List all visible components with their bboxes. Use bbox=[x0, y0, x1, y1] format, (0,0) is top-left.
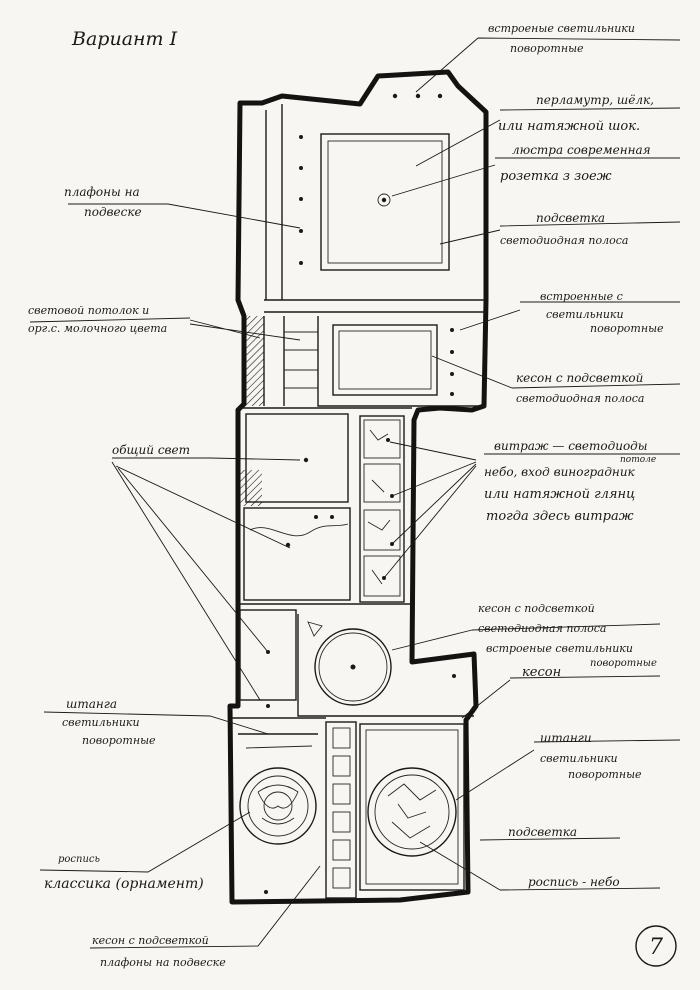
label-led-top-1: подсветка bbox=[536, 211, 605, 225]
label-pearl-1: перламутр, шёлк, bbox=[536, 93, 654, 107]
label-glass-5: тогда здесь витраж bbox=[486, 509, 634, 524]
label-coffer-mid-3: встроеные светильники bbox=[486, 642, 633, 655]
label-coffer-mid-1: кесон с подсветкой bbox=[478, 602, 595, 615]
label-glass-3: небо, вход виноградник bbox=[484, 465, 636, 479]
label-glass-1: витраж — светодиоды bbox=[494, 439, 648, 453]
label-classic-2: классика (орнамент) bbox=[44, 876, 204, 892]
label-glass-2: потоле bbox=[620, 455, 656, 465]
label-built-in-1: встроенные с bbox=[540, 290, 623, 303]
stained-glass-column bbox=[359, 415, 405, 603]
label-built-in-3: поворотные bbox=[590, 322, 664, 335]
top-room bbox=[299, 93, 450, 271]
label-painting-sky: роспись - небо bbox=[528, 875, 620, 889]
label-coffer: кесон bbox=[522, 665, 561, 680]
page-number-text: 7 bbox=[649, 935, 663, 960]
annotations: встроеные светильники поворотные перламу… bbox=[28, 22, 664, 969]
label-coffer-top-1: кесон с подсветкой bbox=[516, 371, 643, 385]
label-top-spots-2: поворотные bbox=[510, 42, 584, 55]
label-hanging-2: подвеске bbox=[84, 205, 142, 219]
label-general-light: общий свет bbox=[112, 443, 190, 457]
round-hall bbox=[232, 614, 474, 719]
page-number: 7 bbox=[635, 925, 677, 967]
bottom-section bbox=[238, 704, 465, 899]
label-track-left-1: штанга bbox=[66, 697, 117, 711]
left-rooms bbox=[238, 413, 412, 701]
sketch-title: Вариант I bbox=[71, 28, 178, 50]
label-pearl-3: люстра современная bbox=[512, 143, 651, 157]
label-coffer-mid-4: поворотные bbox=[590, 658, 657, 669]
label-classic-1: роспись bbox=[58, 854, 100, 865]
label-track-left-3: поворотные bbox=[82, 734, 156, 747]
label-coffer-pendant-2: плафоны на подвеске bbox=[100, 956, 226, 969]
label-light-ceiling-1: световой потолок и bbox=[28, 304, 149, 317]
label-light-ceiling-2: орг.с. молочного цвета bbox=[28, 322, 167, 335]
label-pearl-2: или натяжной шок. bbox=[498, 119, 640, 134]
label-hanging-1: плафоны на bbox=[64, 185, 140, 199]
label-glass-4: или натяжной глянц bbox=[484, 487, 635, 502]
label-led-top-2: светодиодная полоса bbox=[500, 234, 628, 247]
label-backlight: подсветка bbox=[508, 825, 577, 839]
label-coffer-mid-2: светодиодная полоса bbox=[478, 622, 606, 635]
label-track-right-3: поворотные bbox=[568, 768, 642, 781]
leader-lines bbox=[29, 37, 681, 949]
plan-outline bbox=[227, 69, 489, 905]
corridor-section bbox=[238, 316, 486, 409]
label-pearl-4: розетка з зоеж bbox=[500, 169, 612, 184]
label-coffer-pendant-1: кесон с подсветкой bbox=[92, 934, 209, 947]
label-coffer-top-2: светодиодная полоса bbox=[516, 392, 644, 405]
label-track-right-1: штанги bbox=[540, 731, 592, 745]
label-track-left-2: светильники bbox=[62, 716, 140, 729]
label-built-in-2: светильники bbox=[546, 308, 624, 321]
label-track-right-2: светильники bbox=[540, 752, 618, 765]
label-top-spots-1: встроеные светильники bbox=[488, 22, 635, 35]
